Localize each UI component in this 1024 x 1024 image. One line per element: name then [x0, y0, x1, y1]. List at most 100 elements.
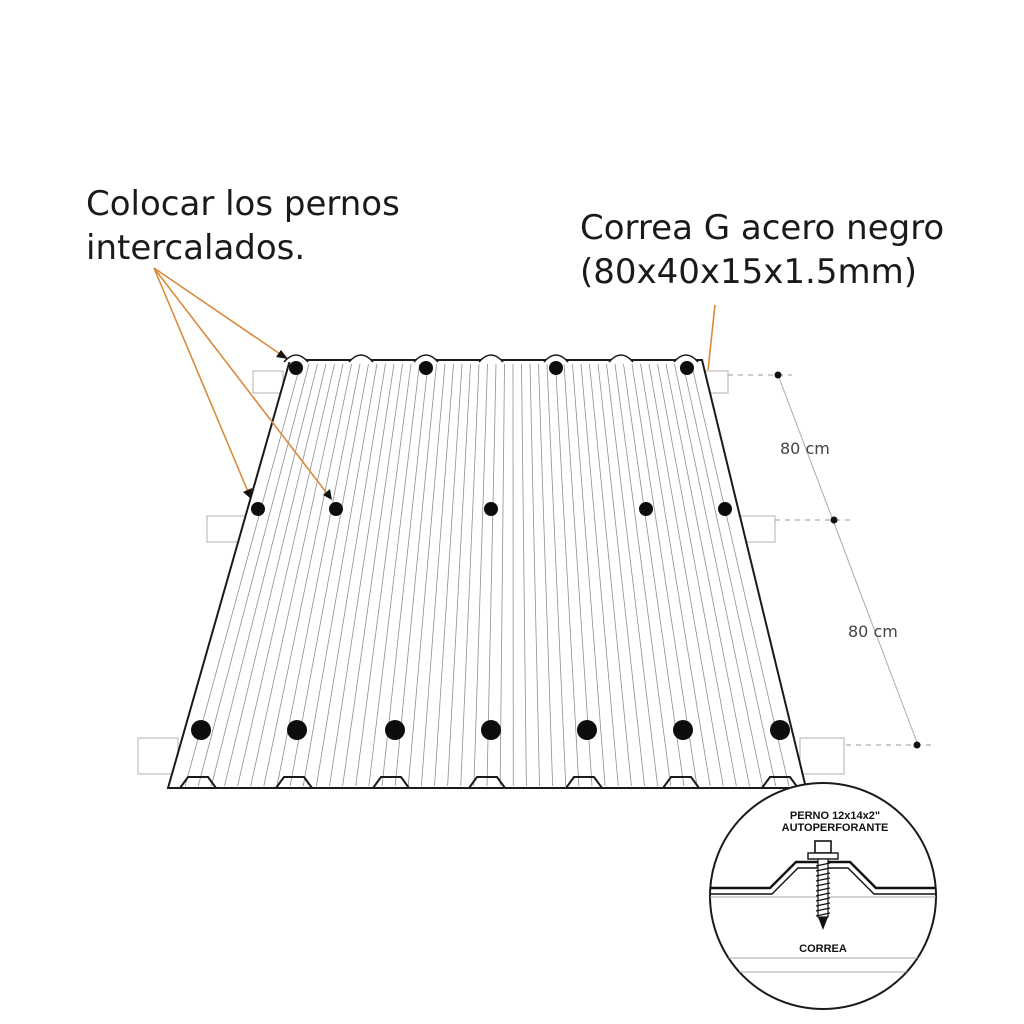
bolt	[251, 502, 265, 516]
rib-line	[555, 363, 580, 787]
bolt	[718, 502, 732, 516]
rib-line	[546, 363, 567, 787]
dimension-label-top: 80 cm	[780, 439, 830, 458]
rib-line	[197, 363, 310, 787]
leader-to-middle-inner-bolt	[153, 267, 330, 497]
leader-to-top-bolt	[153, 267, 284, 357]
purlin-top-left	[252, 370, 284, 394]
leader-lines	[153, 267, 716, 497]
dimension-label-bottom: 80 cm	[848, 622, 898, 641]
rib-line	[521, 363, 527, 787]
thread-line	[815, 907, 831, 912]
thread-line	[815, 862, 831, 867]
bolt	[419, 361, 433, 375]
crest	[413, 354, 439, 363]
bolt	[287, 720, 307, 740]
rib-line	[623, 363, 685, 787]
screw-head	[814, 840, 832, 854]
bolt	[385, 720, 405, 740]
rib-line	[657, 363, 737, 787]
detail-screw	[807, 840, 839, 930]
bolt	[481, 720, 501, 740]
callout-pernos-line-1: Colocar los pernos	[86, 184, 400, 224]
bolt	[680, 361, 694, 375]
crest	[283, 354, 309, 363]
screw-threads	[815, 862, 831, 917]
arrowhead-middle-left-bolt	[243, 488, 252, 499]
dimension-line	[777, 374, 919, 746]
callout-purlin: Correa G acero negro (80x40x15x1.5mm)	[580, 206, 944, 294]
rib-line	[315, 363, 386, 787]
crest	[348, 354, 374, 363]
rib-line	[597, 363, 645, 787]
rib-line	[394, 363, 437, 787]
dimension-ticks	[774, 371, 921, 749]
rib-line	[420, 363, 454, 787]
rib-line	[473, 363, 488, 787]
rib-line	[563, 363, 593, 787]
rib-line	[572, 363, 606, 787]
thread-line	[815, 872, 831, 877]
rib-line	[407, 363, 446, 787]
bolt-detail	[709, 782, 937, 1010]
rib-line	[250, 363, 344, 787]
rib-line	[329, 363, 395, 787]
bolt	[191, 720, 211, 740]
rib-line	[460, 363, 480, 787]
rib-line	[529, 363, 540, 787]
thread-line	[815, 882, 831, 887]
rib-line	[381, 363, 429, 787]
leader-to-middle-left-bolt	[153, 267, 250, 495]
rib-line	[614, 363, 672, 787]
rib-line	[210, 363, 318, 787]
purlin-bottom-left	[137, 737, 179, 775]
rib-line	[606, 363, 659, 787]
sheet-bottom-profile	[168, 776, 806, 789]
thread-line	[815, 892, 831, 897]
detail-bolt-label-2: AUTOPERFORANTE	[781, 822, 889, 834]
rib-line	[682, 363, 777, 787]
bolt	[289, 361, 303, 375]
rib-line	[486, 363, 497, 787]
rib-line	[580, 363, 619, 787]
rib-line	[302, 363, 378, 787]
rib-line	[631, 363, 698, 787]
callout-correa-line-2: (80x40x15x1.5mm)	[580, 252, 917, 292]
bolt	[329, 502, 343, 516]
sheet-ribs	[184, 363, 790, 787]
purlin-bottom-right	[799, 737, 845, 775]
leader-to-correa	[707, 304, 716, 371]
rib-line	[368, 363, 420, 787]
rib-line	[665, 363, 750, 787]
callout-pernos-line-2: intercalados.	[86, 228, 306, 268]
rib-line	[237, 363, 335, 787]
leader-arrowheads	[243, 350, 332, 500]
detail-purlin-label: CORREA	[799, 943, 847, 955]
rib-line	[538, 363, 554, 787]
detail-bolt-label-1: PERNO 12x14x2"	[789, 810, 881, 822]
thread-line	[815, 867, 831, 872]
thread-line	[815, 902, 831, 907]
callout-interleaved-bolts: Colocar los pernos intercalados.	[86, 182, 400, 270]
rib-line	[674, 363, 764, 787]
rib-line	[589, 363, 632, 787]
crest	[478, 354, 504, 363]
dimension-dot-top	[774, 371, 782, 379]
rib-line	[355, 363, 412, 787]
rib-line	[691, 363, 790, 787]
sheet-top-crests	[283, 354, 699, 363]
rib-line	[434, 363, 463, 787]
rib-line	[447, 363, 471, 787]
callout-correa-line-1: Correa G acero negro	[580, 208, 945, 248]
bolt	[639, 502, 653, 516]
rib-line	[342, 363, 403, 787]
thread-line	[815, 912, 831, 917]
bolt	[770, 720, 790, 740]
bolt	[673, 720, 693, 740]
rib-line	[276, 363, 361, 787]
rib-line	[499, 363, 505, 787]
arrowhead-top-bolt	[276, 350, 288, 359]
rib-line	[263, 363, 352, 787]
rib-line	[640, 363, 711, 787]
